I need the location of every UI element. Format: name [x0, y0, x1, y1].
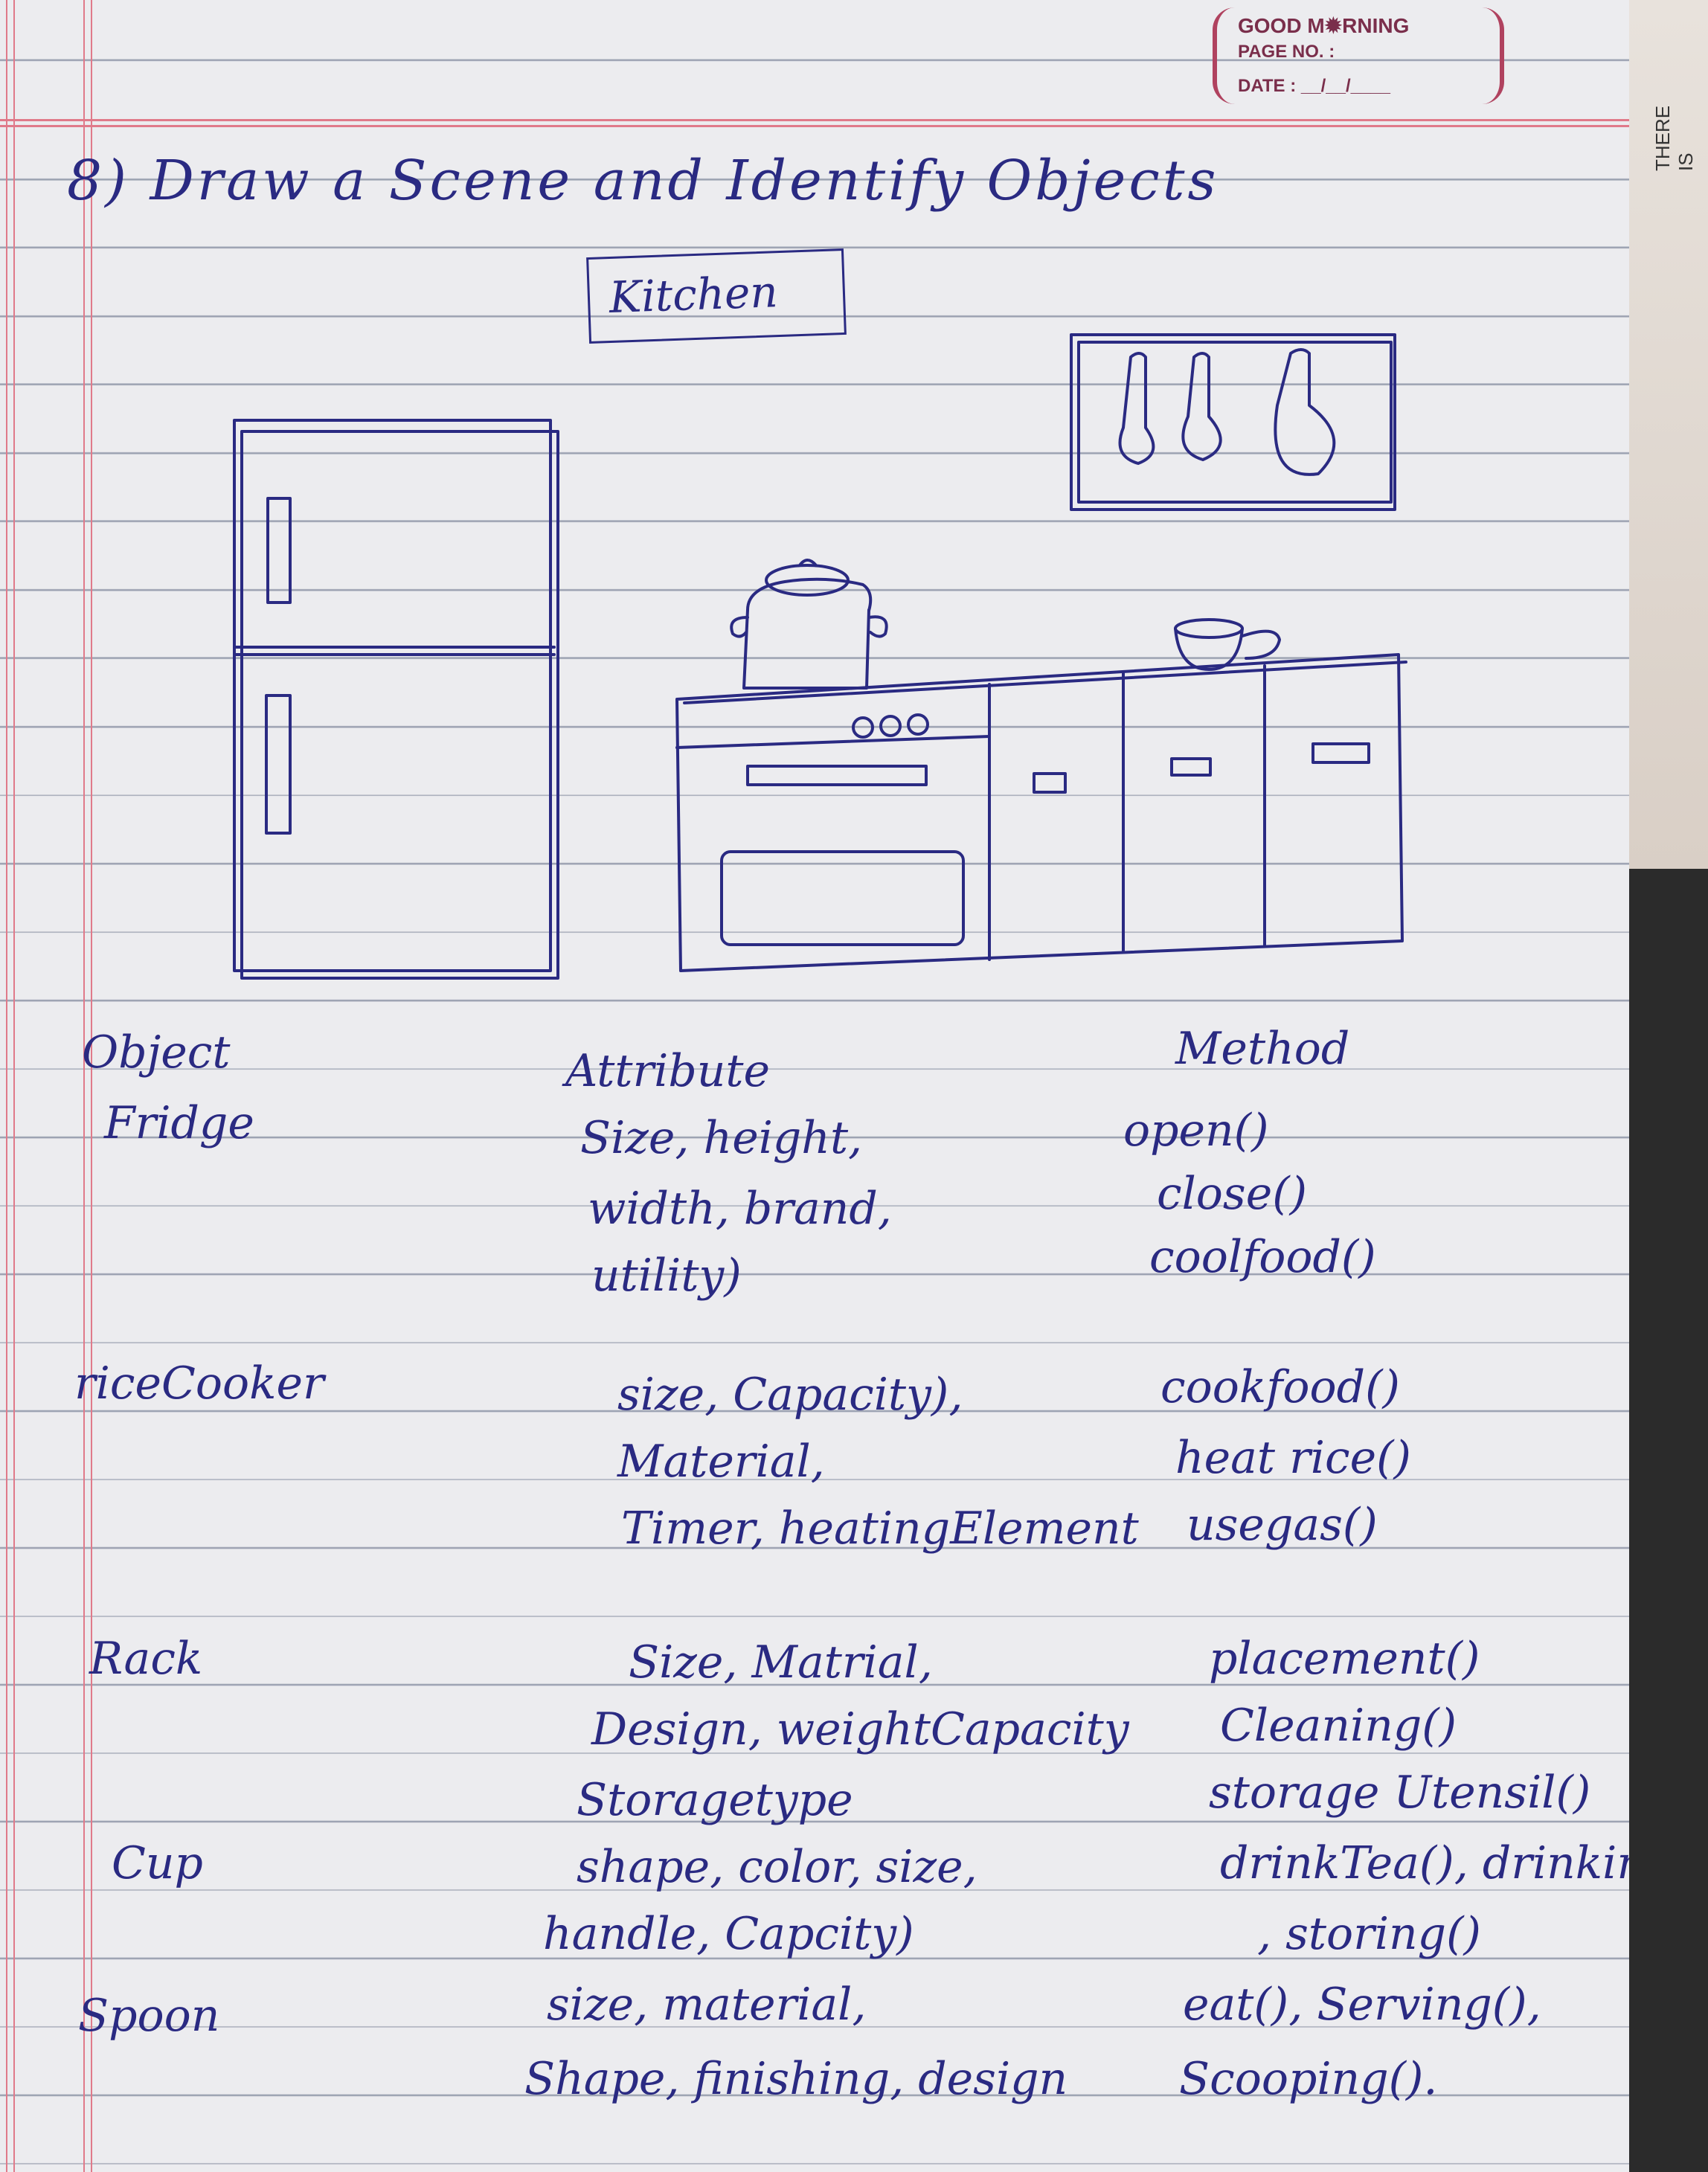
margin-line — [91, 0, 92, 2172]
header-brand: GOOD M✹RNING — [1238, 14, 1410, 37]
object-name: riceCooker — [74, 1358, 324, 1410]
hanging-ladle — [1181, 352, 1222, 461]
attribute-line: Storagetype — [577, 1774, 853, 1826]
object-name: Cup — [112, 1837, 203, 1889]
attribute-line: shape, color, size, — [577, 1841, 977, 1893]
hanging-spoon — [1118, 352, 1155, 465]
fridge-handle-bottom — [265, 694, 292, 835]
object-name: Fridge — [104, 1097, 254, 1149]
stove-knob — [907, 713, 929, 736]
margin-line — [83, 0, 85, 2172]
attribute-line: Timer, heatingElement — [621, 1503, 1139, 1555]
kitchen-drawing — [233, 333, 1407, 980]
fridge-drawing — [233, 419, 559, 980]
margin-line — [6, 0, 7, 2172]
header-object: Object — [82, 1026, 231, 1079]
attribute-line: size, material, — [547, 1979, 867, 2031]
attribute-line: handle, Capcity) — [543, 1908, 914, 1960]
attribute-line: width, brand, — [588, 1183, 892, 1235]
attribute-line: utility) — [591, 1250, 742, 1302]
margin-line — [13, 0, 15, 2172]
rice-cooker-drawing — [730, 559, 888, 690]
oven-window — [720, 850, 965, 946]
method-line: drinkTea(), drinking() — [1220, 1837, 1708, 1889]
page-header-box: GOOD M✹RNING PAGE NO. : DATE : __/__/___… — [1213, 7, 1504, 104]
oven-handle — [746, 765, 928, 786]
method-line: heat rice() — [1175, 1432, 1411, 1484]
object-name: Spoon — [78, 1990, 220, 2042]
drawer-handle — [1170, 757, 1212, 777]
header-date: DATE : __/__/____ — [1238, 76, 1390, 96]
method-line: Scooping(). — [1179, 2053, 1438, 2105]
method-line: storage Utensil() — [1209, 1767, 1591, 1819]
method-line: close() — [1157, 1168, 1308, 1220]
cup-drawing — [1174, 618, 1281, 671]
drawer-handle — [1033, 772, 1067, 794]
attribute-line: Shape, finishing, design — [524, 2053, 1068, 2105]
header-page-no: PAGE NO. : — [1238, 42, 1335, 62]
method-line: cookfood() — [1160, 1361, 1400, 1413]
method-line: usegas() — [1187, 1499, 1378, 1551]
drawer-handle — [1312, 742, 1370, 764]
method-line: Cleaning() — [1220, 1700, 1457, 1752]
header-method: Method — [1175, 1023, 1350, 1075]
object-name: Rack — [89, 1633, 203, 1685]
method-line: eat(), Serving(), — [1183, 1979, 1541, 2031]
attribute-line: Material, — [617, 1436, 825, 1488]
counter-drawing — [675, 653, 1407, 972]
method-line: , storing() — [1257, 1908, 1481, 1960]
stove-knob — [879, 715, 902, 737]
method-line: open() — [1123, 1105, 1269, 1157]
header-attribute: Attribute — [565, 1045, 771, 1097]
attribute-line: Size, height, — [580, 1112, 863, 1164]
method-line: coolfood() — [1149, 1231, 1376, 1283]
stove-knob — [852, 716, 874, 739]
adjacent-page-strip: THERE IS — [1629, 0, 1708, 2172]
hanging-spatula — [1274, 348, 1336, 476]
strip-text: THERE IS — [1651, 105, 1697, 171]
attribute-line: Design, weightCapacity — [591, 1703, 1129, 1755]
attribute-line: Size, Matrial, — [629, 1636, 933, 1689]
fridge-handle-top — [266, 497, 292, 604]
method-line: placement() — [1209, 1633, 1480, 1685]
top-rule — [0, 125, 1629, 127]
rack-drawing — [1070, 333, 1396, 511]
attribute-line: size, Capacity), — [617, 1369, 963, 1421]
top-rule — [0, 119, 1629, 121]
page-title: 8) Draw a Scene and Identify Objects — [67, 149, 1219, 213]
